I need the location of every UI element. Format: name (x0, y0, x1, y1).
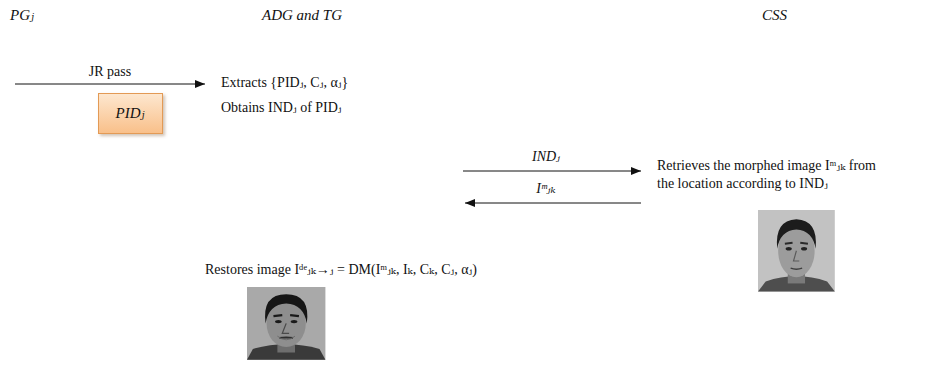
message-arrow (463, 171, 641, 172)
message-arrow (15, 84, 205, 85)
arrow-label: INDⱼ (532, 148, 560, 166)
arrow-label: JR pass (89, 63, 131, 81)
column-header: CSS (762, 6, 787, 25)
step-text: Obtains INDⱼ of PIDⱼ (221, 99, 342, 117)
step-text: Extracts {PIDⱼ, Cⱼ, αⱼ} (221, 74, 348, 92)
identity-box: PIDⱼ (98, 93, 163, 134)
column-header: PGⱼ (10, 6, 34, 25)
column-header: ADG and TG (262, 6, 342, 25)
step-text: Retrieves the morphed image Iᵐⱼₖ from th… (657, 157, 885, 192)
arrow-label: Iᵐⱼₖ (536, 180, 555, 198)
box-text: PIDⱼ (116, 104, 145, 122)
message-arrow (465, 203, 641, 204)
face-photo (247, 287, 325, 360)
face-photo (758, 210, 835, 292)
step-text: Restores image Iᵈᵉⱼₖ→ⱼ = DM(Iᵐⱼₖ, Iₖ, Cₖ… (205, 261, 477, 279)
